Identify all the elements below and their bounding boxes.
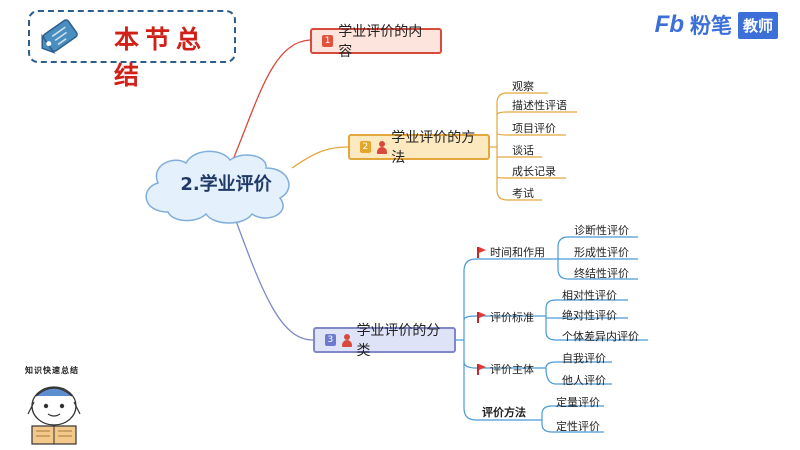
brand-mark: Fb [654, 11, 684, 38]
brand-logo: Fb 粉笔 教师 [655, 10, 778, 40]
center-cloud-shape [145, 150, 290, 224]
branch-node-method[interactable]: 2 学业评价的方法 [348, 130, 490, 166]
branch3-bracket [456, 236, 648, 433]
classification-group-time: 时间和作用 [477, 244, 545, 260]
classification-item: 诊断性评价 [574, 224, 629, 237]
method-item: 谈话 [512, 144, 534, 157]
classification-item: 定量评价 [556, 396, 600, 409]
branch-label: 学业评价的分类 [356, 323, 441, 359]
person-icon [341, 333, 352, 347]
branch2-bracket [490, 92, 577, 201]
flag-icon [477, 363, 486, 375]
classification-group-standard: 评价标准 [477, 309, 534, 325]
classification-item: 绝对性评价 [562, 309, 617, 322]
branch-node-classification[interactable]: 3 学业评价的分类 [313, 323, 456, 359]
group-label: 评价主体 [490, 363, 534, 376]
method-item: 考试 [512, 187, 534, 200]
classification-item: 他人评价 [562, 374, 606, 387]
branch-label: 学业评价的内容 [338, 24, 423, 60]
branch-number-badge: 2 [360, 141, 371, 153]
tag-icon [41, 19, 78, 54]
person-icon [376, 140, 387, 154]
branch-label: 学业评价的方法 [391, 130, 476, 166]
group-label: 评价标准 [490, 311, 534, 324]
classification-item: 相对性评价 [562, 289, 617, 302]
branch-number-badge: 3 [325, 334, 336, 346]
classification-item: 形成性评价 [574, 246, 629, 259]
flag-icon [477, 246, 486, 258]
group-label: 时间和作用 [490, 246, 545, 259]
method-item: 描述性评语 [512, 99, 567, 112]
classification-item: 自我评价 [562, 352, 606, 365]
classification-item: 定性评价 [556, 420, 600, 433]
brand-name: 粉笔 [689, 14, 732, 38]
classification-item: 终结性评价 [574, 267, 629, 280]
connector-branch3 [231, 209, 314, 341]
classification-item: 个体差异内评价 [562, 330, 639, 343]
mascot-caption: 知识快速总结 [25, 366, 79, 375]
method-item: 观察 [512, 80, 534, 93]
page-title: 本节总结 [114, 25, 208, 90]
mindmap-center-topic: 2.学业评价 [180, 174, 272, 195]
connector-branch2 [291, 146, 349, 169]
branch-number-badge: 1 [322, 35, 334, 47]
brand-tag: 教师 [737, 11, 778, 39]
mascot-illustration [27, 386, 81, 445]
classification-group-method: 评价方法 [482, 406, 526, 419]
flag-icon [477, 311, 486, 323]
method-item: 项目评价 [512, 122, 556, 135]
branch-node-content[interactable]: 1 学业评价的内容 [310, 24, 442, 60]
section-summary-banner: 本节总结 [28, 10, 236, 90]
classification-group-subject: 评价主体 [477, 361, 534, 377]
method-item: 成长记录 [512, 165, 556, 178]
connector-branch1 [231, 39, 311, 163]
